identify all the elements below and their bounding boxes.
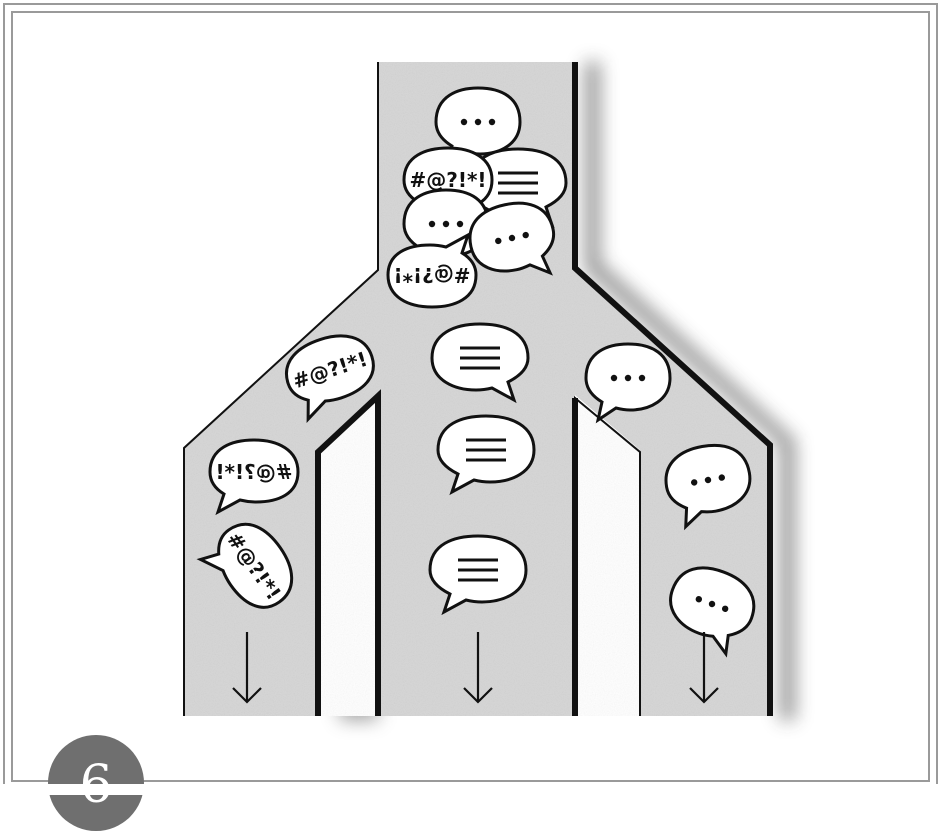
conversation-flow-illustration: #@?!*! #@?!*! #@?!*! #@?!*! #@?!*! xyxy=(0,0,943,795)
svg-text:#@?!*!: #@?!*! xyxy=(409,168,486,192)
bottom-mask xyxy=(0,784,943,795)
svg-text:#@?!*!: #@?!*! xyxy=(215,460,292,484)
svg-text:#@?!*!: #@?!*! xyxy=(393,263,470,287)
step-number-badge: 6 xyxy=(48,735,144,831)
